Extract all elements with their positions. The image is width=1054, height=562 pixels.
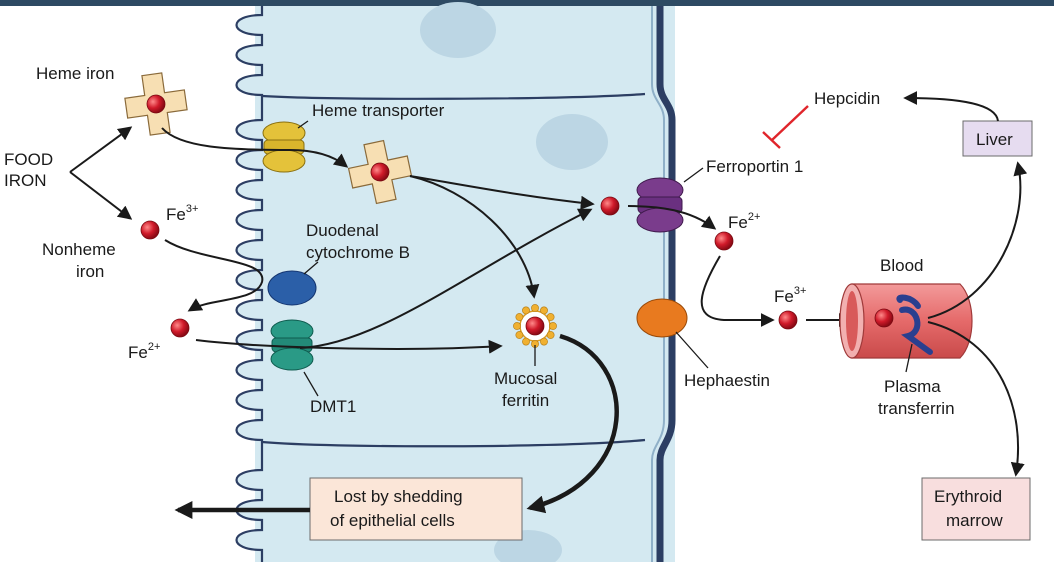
fe3-ion-basolateral	[778, 310, 798, 330]
plasma-transferrin	[896, 294, 933, 355]
liver-box	[962, 120, 1033, 157]
heme-transporter-label: Heme transporter	[312, 101, 445, 120]
fe3-label-nonheme: Fe3+	[166, 203, 198, 224]
hephaestin-label: Hephaestin	[684, 371, 770, 390]
dmt1-label: DMT1	[310, 397, 356, 416]
food-iron-label-2: IRON	[4, 171, 47, 190]
mucosal-ferritin-label: Mucosal	[494, 369, 557, 388]
ferroportin-label: Ferroportin 1	[706, 157, 803, 176]
microvilli-border	[235, 6, 264, 562]
heme-iron-label: Heme iron	[36, 64, 114, 83]
duodenal-cytochrome-label-2: cytochrome B	[306, 243, 410, 262]
nucleus-middle	[536, 114, 608, 170]
fe2-ion-apical	[170, 318, 190, 338]
lost-by-shedding-box	[309, 477, 523, 541]
plasma-transferrin-label: Plasma	[884, 377, 941, 396]
nonheme-iron-label-2: iron	[76, 262, 104, 281]
heme-molecule-outside	[124, 72, 188, 136]
duodenal-cytochrome-label: Duodenal	[306, 221, 379, 240]
nucleus-top	[420, 2, 496, 58]
erythroid-marrow-label-2: marrow	[946, 511, 1003, 530]
ferroportin-1	[636, 177, 684, 233]
mucosal-ferritin	[513, 304, 557, 348]
hepcidin-label: Hepcidin	[814, 89, 880, 108]
food-iron-label: FOOD	[4, 150, 53, 169]
header-bar	[0, 0, 1054, 6]
fe2-label-apical: Fe2+	[128, 341, 160, 362]
lost-shedding-label-2: of epithelial cells	[330, 511, 455, 530]
erythroid-marrow-box	[921, 477, 1031, 541]
fe3-ion-nonheme	[140, 220, 160, 240]
blood-vessel	[839, 283, 973, 359]
lost-shedding-label: Lost by shedding	[334, 487, 463, 506]
erythroid-marrow-label: Erythroid	[934, 487, 1002, 506]
heme-molecule-inside	[347, 139, 413, 205]
liver-label: Liver	[976, 130, 1013, 149]
hepcidin-inhibition	[762, 105, 809, 149]
duodenal-cytochrome-b	[267, 270, 317, 306]
fe3-label-basolateral: Fe3+	[774, 285, 806, 306]
plasma-transferrin-label-2: transferrin	[878, 399, 955, 418]
fe-ion-intracellular	[600, 196, 620, 216]
mucosal-ferritin-label-2: ferritin	[502, 391, 549, 410]
heme-transporter	[262, 121, 306, 173]
blood-label: Blood	[880, 256, 923, 275]
fe2-ion-basolateral	[714, 231, 734, 251]
fe-ion-transferrin-bound	[874, 308, 894, 328]
fe2-label-basolateral: Fe2+	[728, 211, 760, 232]
dmt1-transporter	[270, 319, 314, 371]
hephaestin	[636, 298, 688, 338]
nonheme-iron-label: Nonheme	[42, 240, 116, 259]
